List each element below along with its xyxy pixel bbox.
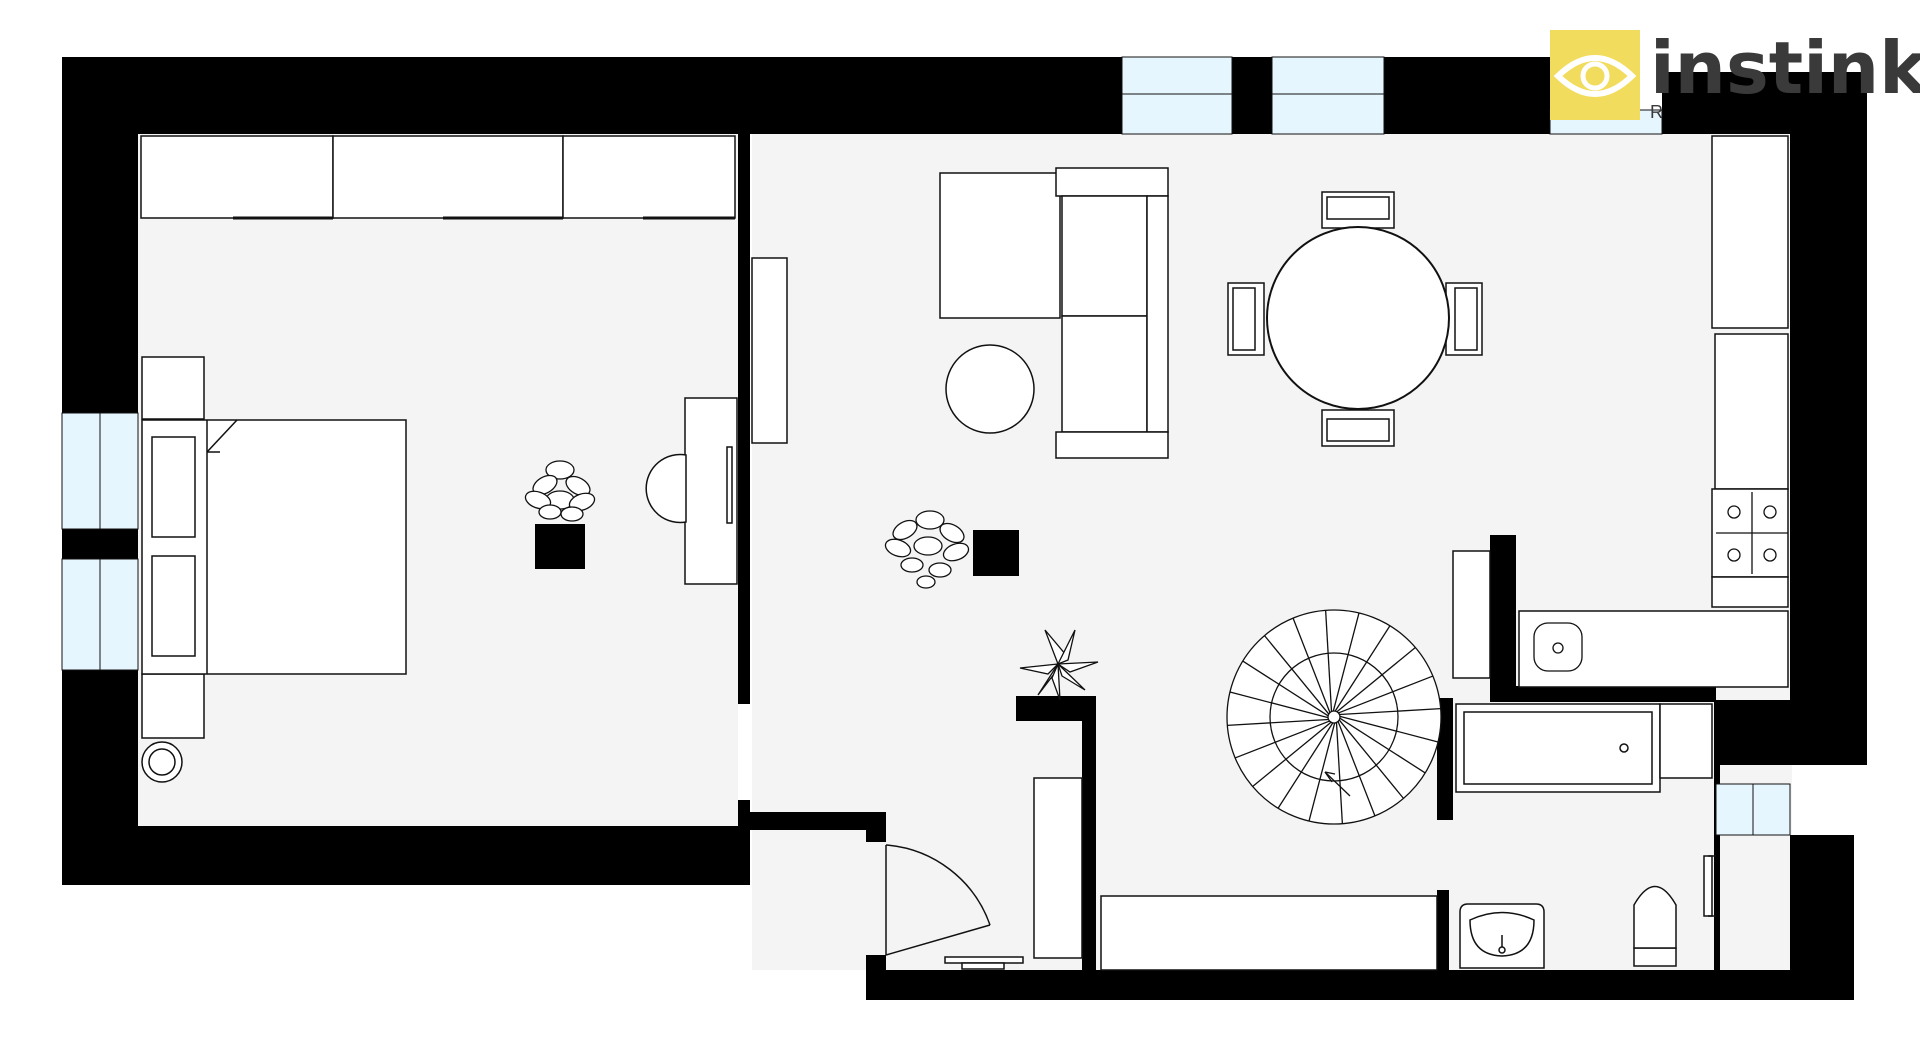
- wall-left-top: [62, 57, 138, 413]
- wall-entry-jamb: [866, 812, 886, 842]
- eye-icon: [1553, 55, 1637, 97]
- bedroom-stool: [535, 524, 585, 569]
- long-bench: [1100, 895, 1438, 971]
- logo-subtext: R: [1650, 102, 1663, 122]
- stair-tread: [1332, 612, 1360, 712]
- wall-partition-bed: [738, 134, 750, 704]
- wall-hall: [1082, 696, 1096, 970]
- stair-tread: [1277, 722, 1334, 809]
- stair-tread: [1339, 715, 1439, 743]
- spiral-staircase: [1226, 609, 1442, 825]
- wall-right-lower: [1790, 835, 1854, 1000]
- wc-basin: [1533, 622, 1583, 672]
- logo-badge: [1550, 30, 1640, 120]
- desk-chair: [645, 453, 687, 524]
- sofa-seat-2: [1061, 315, 1148, 433]
- wall-top-right-a: [1384, 57, 1550, 134]
- shoe-cabinet: [1033, 777, 1083, 959]
- sofa-arm-right: [1146, 195, 1169, 433]
- wall-hall-cap: [1016, 696, 1094, 721]
- wardrobe-3: [562, 135, 736, 219]
- wardrobe-1: [140, 135, 334, 219]
- wall-left-mid: [62, 529, 138, 559]
- wall-right-upper: [1790, 72, 1867, 764]
- stair-tread: [1308, 722, 1336, 822]
- radiator: [1703, 855, 1713, 917]
- wall-bath-left-low: [1437, 890, 1449, 970]
- sofa-seat-1: [1061, 195, 1148, 317]
- sofa-back-top: [1055, 167, 1169, 197]
- stair-tread: [1336, 647, 1416, 713]
- stair-tread: [1234, 720, 1330, 759]
- wardrobe-2: [332, 135, 564, 219]
- bathroom: [1453, 702, 1716, 970]
- window-top-2: [1271, 56, 1385, 135]
- living-stool: [973, 530, 1019, 576]
- pillow-1: [151, 436, 196, 538]
- stair-tread: [1324, 610, 1333, 712]
- kitchen-cabinet-top: [1711, 135, 1789, 329]
- stair-tread: [1229, 691, 1329, 719]
- nightstand-bottom: [141, 673, 205, 739]
- stair-tread: [1339, 707, 1441, 716]
- hall-cabinet: [1452, 550, 1491, 679]
- wall-wc-vert: [1490, 535, 1516, 690]
- kitchen-cabinet-bottom: [1711, 576, 1789, 608]
- walls: [62, 57, 1867, 1000]
- stair-tread: [1227, 718, 1329, 727]
- window-top-1: [1121, 56, 1233, 135]
- wall-entry-top: [750, 812, 886, 830]
- plant-icon: [884, 510, 970, 589]
- stair-tread: [1264, 635, 1330, 715]
- wall-top-mid: [1232, 57, 1272, 134]
- entry-door: [885, 844, 991, 956]
- wall-partition-bed-low: [738, 800, 750, 830]
- pillow-2: [151, 555, 196, 657]
- hall-furniture: [944, 777, 1438, 971]
- wall-wc-bottom: [1490, 686, 1716, 702]
- brand-logo: instinkt R: [1550, 26, 1920, 122]
- stair-tread: [1337, 721, 1376, 817]
- logo-wordmark: instinkt: [1650, 26, 1920, 110]
- toilet-bowl: [1633, 885, 1677, 949]
- wall-bottom-entry: [866, 955, 886, 1000]
- kitchen-counter: [1714, 333, 1789, 490]
- wall-bottom-left: [62, 826, 750, 885]
- stair-tread: [1334, 625, 1391, 712]
- sofa-chaise: [939, 172, 1061, 319]
- wall-bottom-main: [866, 970, 1790, 1000]
- stair-tread: [1339, 717, 1426, 774]
- stair-tread: [1292, 617, 1331, 713]
- wall-top-left: [62, 57, 1122, 134]
- stair-tread: [1252, 721, 1332, 787]
- bedroom-furniture: [140, 135, 738, 783]
- palm-plant-icon: [1019, 629, 1099, 701]
- tv-cabinet: [751, 257, 788, 444]
- dining-table: [1266, 226, 1450, 410]
- windows: [61, 56, 1791, 836]
- toilet-tank: [1633, 947, 1677, 967]
- stair-tread: [1338, 719, 1404, 799]
- bath-shelf: [1659, 703, 1713, 779]
- plant-icon: [524, 460, 596, 522]
- cooktop-burners: [1716, 492, 1788, 574]
- stair-tread: [1335, 722, 1344, 824]
- sofa-back-bottom: [1055, 431, 1169, 459]
- stair-tread: [1242, 660, 1329, 717]
- nightstand-top: [141, 356, 205, 420]
- stair-tread: [1338, 675, 1434, 714]
- wall-right-step: [1716, 700, 1867, 765]
- coffee-table: [945, 344, 1035, 434]
- door-mat: [944, 956, 1024, 964]
